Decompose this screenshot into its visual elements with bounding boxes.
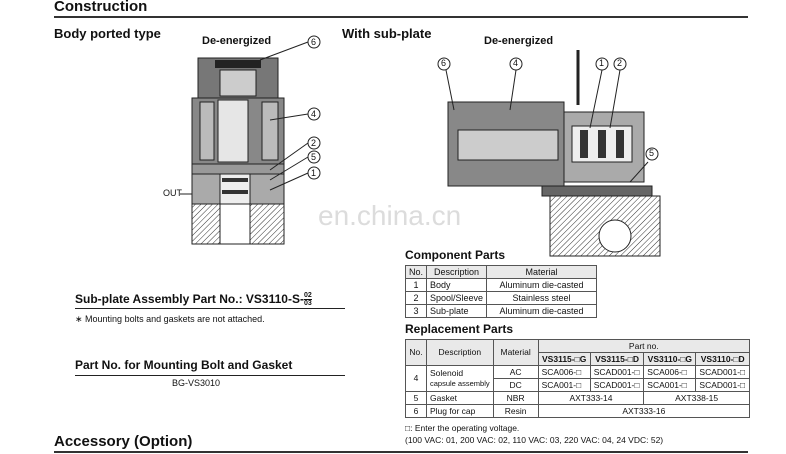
callout-2: 2	[311, 138, 317, 148]
cell: SCAD001-□	[589, 365, 645, 379]
sp-callout-4: 4	[513, 58, 519, 68]
cell: AXT338-15	[643, 391, 750, 405]
body-ported-state: De-energized	[202, 35, 272, 47]
model-3: VS3110-□G	[643, 352, 697, 366]
cell: SCAD001-□	[695, 378, 750, 392]
section-title: Construction	[54, 0, 148, 15]
col-description: Description	[426, 265, 488, 279]
desc-line1: Solenoid	[430, 368, 464, 378]
col-no: No.	[404, 265, 428, 279]
cell: NBR	[492, 391, 539, 405]
table-header: No. Description Material Part no.	[405, 339, 751, 366]
col-material: Material	[492, 339, 539, 366]
out-label: OUT	[163, 188, 182, 198]
cell: 6	[405, 404, 427, 418]
col-material: Material	[486, 265, 597, 279]
callout-4: 4	[311, 109, 317, 119]
subplate-note: ∗ Mounting bolts and gaskets are not att…	[75, 314, 265, 324]
cell: SCA001-□	[643, 378, 697, 392]
subplate-sup: 02	[303, 292, 312, 301]
sp-callout-1: 1	[599, 58, 605, 68]
cell: 3	[404, 304, 428, 318]
component-parts-title: Component Parts	[405, 248, 506, 262]
cell: AXT333-14	[537, 391, 645, 405]
subplate-label: Sub-plate Assembly Part No.: VS3110-S-02…	[75, 292, 312, 307]
table-row: 5 Gasket NBR AXT333-14 AXT338-15	[405, 391, 750, 405]
model-1: VS3115-□G	[537, 352, 591, 366]
accessory-rule	[54, 451, 748, 453]
cell: AXT333-16	[537, 404, 751, 418]
cell: Stainless steel	[486, 291, 597, 305]
col-description: Description	[426, 339, 494, 366]
with-subplate-title: With sub-plate	[342, 26, 432, 41]
cell: 4	[405, 365, 427, 392]
cell: Aluminum die-casted	[486, 304, 597, 318]
cell: SCA006-□	[537, 365, 591, 379]
cell: 2	[404, 291, 428, 305]
cell: Aluminum die-casted	[486, 278, 597, 292]
section-rule	[54, 16, 748, 18]
table-row: 2 Spool/Sleeve Stainless steel	[404, 291, 597, 305]
table-row: 3 Sub-plate Aluminum die-casted	[404, 304, 597, 318]
col-part-no: Part no.	[537, 339, 751, 353]
watermark: en.china.cn	[318, 200, 462, 231]
sp-callout-6: 6	[441, 58, 447, 68]
cell: SCA006-□	[643, 365, 697, 379]
mounting-label: Part No. for Mounting Bolt and Gasket	[75, 358, 293, 372]
cell: 5	[405, 391, 427, 405]
desc-line2: capsule assembly	[430, 379, 490, 388]
body-ported-drawing	[180, 35, 321, 245]
component-parts-table: No. Description Material 1 Body Aluminum…	[404, 265, 597, 318]
cell: Plug for cap	[426, 404, 494, 418]
mounting-part: BG-VS3010	[172, 378, 221, 388]
note-operating-voltage: □: Enter the operating voltage.	[405, 423, 520, 433]
col-no: No.	[405, 339, 427, 366]
with-subplate-state: De-energized	[484, 35, 554, 47]
table-row: 1 Body Aluminum die-casted	[404, 278, 597, 292]
replacement-parts-table: No. Description Material Part no. VS3115…	[405, 339, 751, 418]
cell: SCA001-□	[537, 378, 591, 392]
table-header-models: VS3115-□G VS3115-□D VS3110-□G VS3110-□D	[406, 352, 750, 366]
cell: DC	[492, 378, 539, 392]
cell: SCAD001-□	[695, 365, 750, 379]
note-voltage-codes: (100 VAC: 01, 200 VAC: 02, 110 VAC: 03, …	[405, 435, 664, 445]
cell: SCAD001-□	[589, 378, 645, 392]
subplate-sub: 03	[303, 300, 312, 308]
with-subplate-drawing	[437, 50, 661, 257]
cell: 1	[404, 278, 428, 292]
accessory-title: Accessory (Option)	[54, 433, 193, 450]
table-row: 6 Plug for cap Resin AXT333-16	[405, 404, 751, 418]
model-2: VS3115-□D	[589, 352, 645, 366]
cell: Resin	[492, 404, 539, 418]
callout-1: 1	[311, 168, 317, 178]
cell: AC	[492, 365, 539, 379]
body-ported-title: Body ported type	[54, 26, 161, 41]
sp-callout-2: 2	[617, 58, 623, 68]
cell: Spool/Sleeve	[426, 291, 488, 305]
cell: Gasket	[426, 391, 494, 405]
sp-callout-5: 5	[649, 148, 655, 158]
cell: Sub-plate	[426, 304, 488, 318]
callout-6: 6	[311, 37, 317, 47]
subplate-rule	[75, 308, 345, 309]
cell: Body	[426, 278, 488, 292]
model-4: VS3110-□D	[695, 352, 750, 366]
mounting-rule	[75, 375, 345, 376]
callout-5: 5	[311, 152, 317, 162]
table-header: No. Description Material	[404, 265, 597, 279]
subplate-label-text: Sub-plate Assembly Part No.: VS3110-S-	[75, 292, 304, 306]
replacement-parts-title: Replacement Parts	[405, 322, 514, 336]
